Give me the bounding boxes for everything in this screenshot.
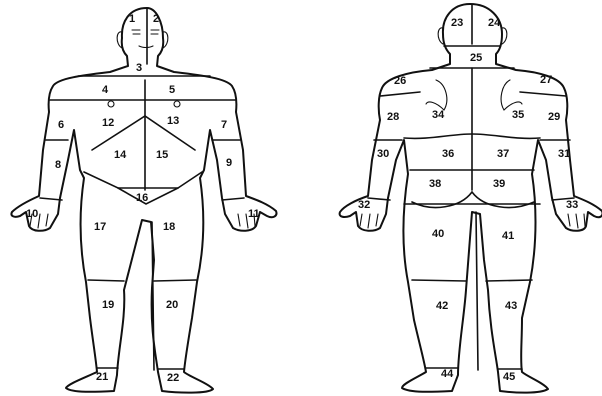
zone-label: 2	[153, 13, 159, 25]
zone-label: 35	[512, 109, 524, 121]
zone-label: 7	[221, 119, 227, 131]
back-knee-right	[486, 280, 532, 281]
zone-label: 30	[377, 148, 389, 160]
zone-label: 17	[94, 221, 106, 233]
zone-label: 5	[169, 84, 175, 96]
zone-label: 20	[166, 299, 178, 311]
zone-label: 28	[387, 111, 399, 123]
zone-label: 44	[441, 368, 454, 380]
zone-label: 4	[102, 84, 109, 96]
zone-label: 22	[167, 372, 179, 384]
zone-label: 42	[436, 300, 448, 312]
zone-label: 32	[358, 199, 370, 211]
zone-label: 39	[493, 178, 505, 190]
front-knee-left	[88, 280, 124, 281]
back-knee-left	[412, 280, 466, 281]
zone-label: 29	[548, 111, 560, 123]
zone-label: 24	[488, 17, 501, 29]
zone-label: 6	[58, 119, 64, 131]
zone-label: 14	[114, 149, 127, 161]
zone-label: 34	[432, 109, 445, 121]
zone-label: 11	[248, 208, 260, 220]
zone-label: 12	[102, 117, 114, 129]
zone-label: 18	[163, 221, 175, 233]
zone-label: 27	[540, 74, 552, 86]
front-knee-right	[154, 280, 196, 281]
zone-label: 41	[502, 230, 514, 242]
zone-label: 1	[129, 13, 135, 25]
zone-label: 21	[96, 371, 108, 383]
zone-label: 3	[136, 62, 142, 74]
zone-label: 9	[226, 157, 232, 169]
zone-label: 45	[503, 371, 515, 383]
zone-label: 37	[497, 148, 509, 160]
zone-label: 31	[558, 148, 570, 160]
zone-label: 40	[432, 228, 444, 240]
zone-label: 26	[394, 75, 406, 87]
zone-label: 25	[470, 52, 482, 64]
zone-label: 10	[26, 208, 38, 220]
zone-label: 15	[156, 149, 168, 161]
zone-label: 19	[102, 299, 114, 311]
zone-label: 8	[55, 159, 61, 171]
zone-label: 23	[451, 17, 463, 29]
zone-label: 33	[566, 199, 578, 211]
zone-label: 43	[505, 300, 517, 312]
zone-label: 38	[429, 178, 441, 190]
zone-label: 36	[442, 148, 454, 160]
zone-label: 13	[167, 115, 179, 127]
zone-label: 16	[136, 192, 148, 204]
